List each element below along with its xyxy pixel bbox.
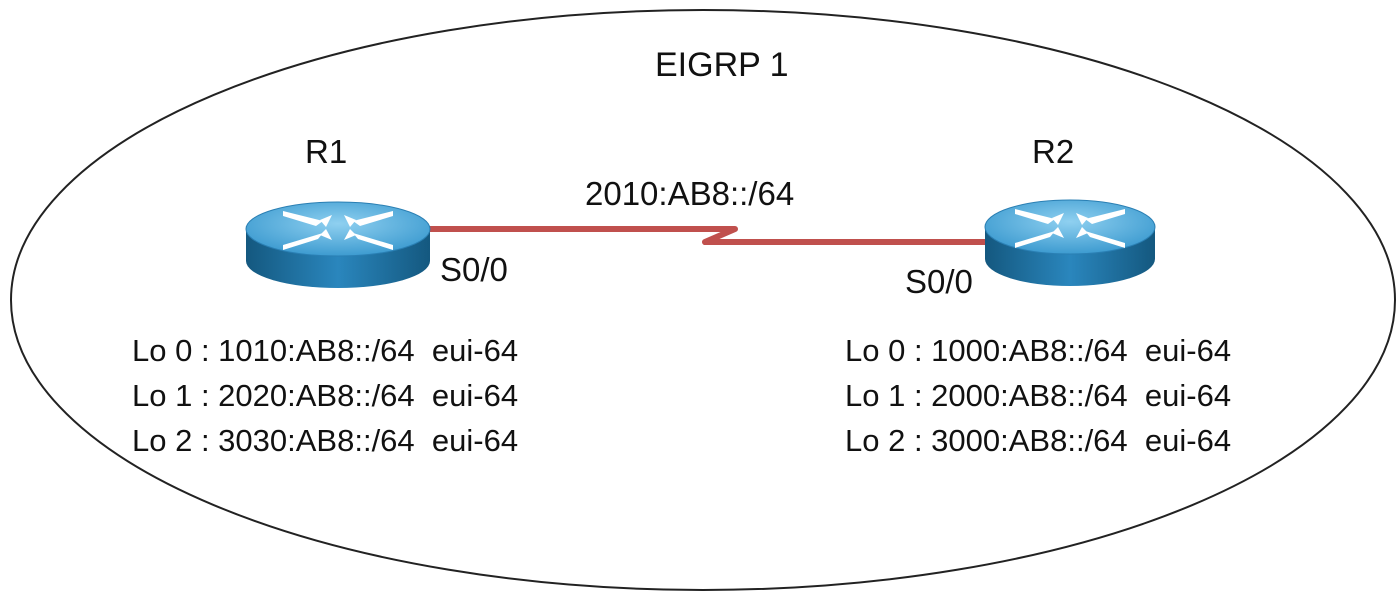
router-r2-icon <box>984 199 1156 286</box>
link-network-label: 2010:AB8::/64 <box>585 175 795 212</box>
router-r1-interface: S0/0 <box>440 251 508 288</box>
loopback-entry: Lo 1 : 2000:AB8::/64 eui-64 <box>845 378 1232 413</box>
router-r2-name: R2 <box>1032 133 1075 170</box>
router-r2-loopbacks: Lo 0 : 1000:AB8::/64 eui-64 Lo 1 : 2000:… <box>845 328 1231 463</box>
router-r1-name: R1 <box>305 133 348 170</box>
router-r2-interface: S0/0 <box>905 263 973 300</box>
loopback-entry: Lo 2 : 3030:AB8::/64 eui-64 <box>132 423 519 458</box>
loopback-entry: Lo 1 : 2020:AB8::/64 eui-64 <box>132 378 519 413</box>
loopback-entry: Lo 0 : 1010:AB8::/64 eui-64 <box>132 333 519 368</box>
eigrp-area-boundary <box>10 9 1396 591</box>
serial-link <box>425 226 990 245</box>
area-title: EIGRP 1 <box>655 46 789 84</box>
loopback-entry: Lo 2 : 3000:AB8::/64 eui-64 <box>845 423 1232 458</box>
router-r1-loopbacks: Lo 0 : 1010:AB8::/64 eui-64 Lo 1 : 2020:… <box>132 328 518 463</box>
loopback-entry: Lo 0 : 1000:AB8::/64 eui-64 <box>845 333 1232 368</box>
router-r1-icon <box>245 201 431 288</box>
